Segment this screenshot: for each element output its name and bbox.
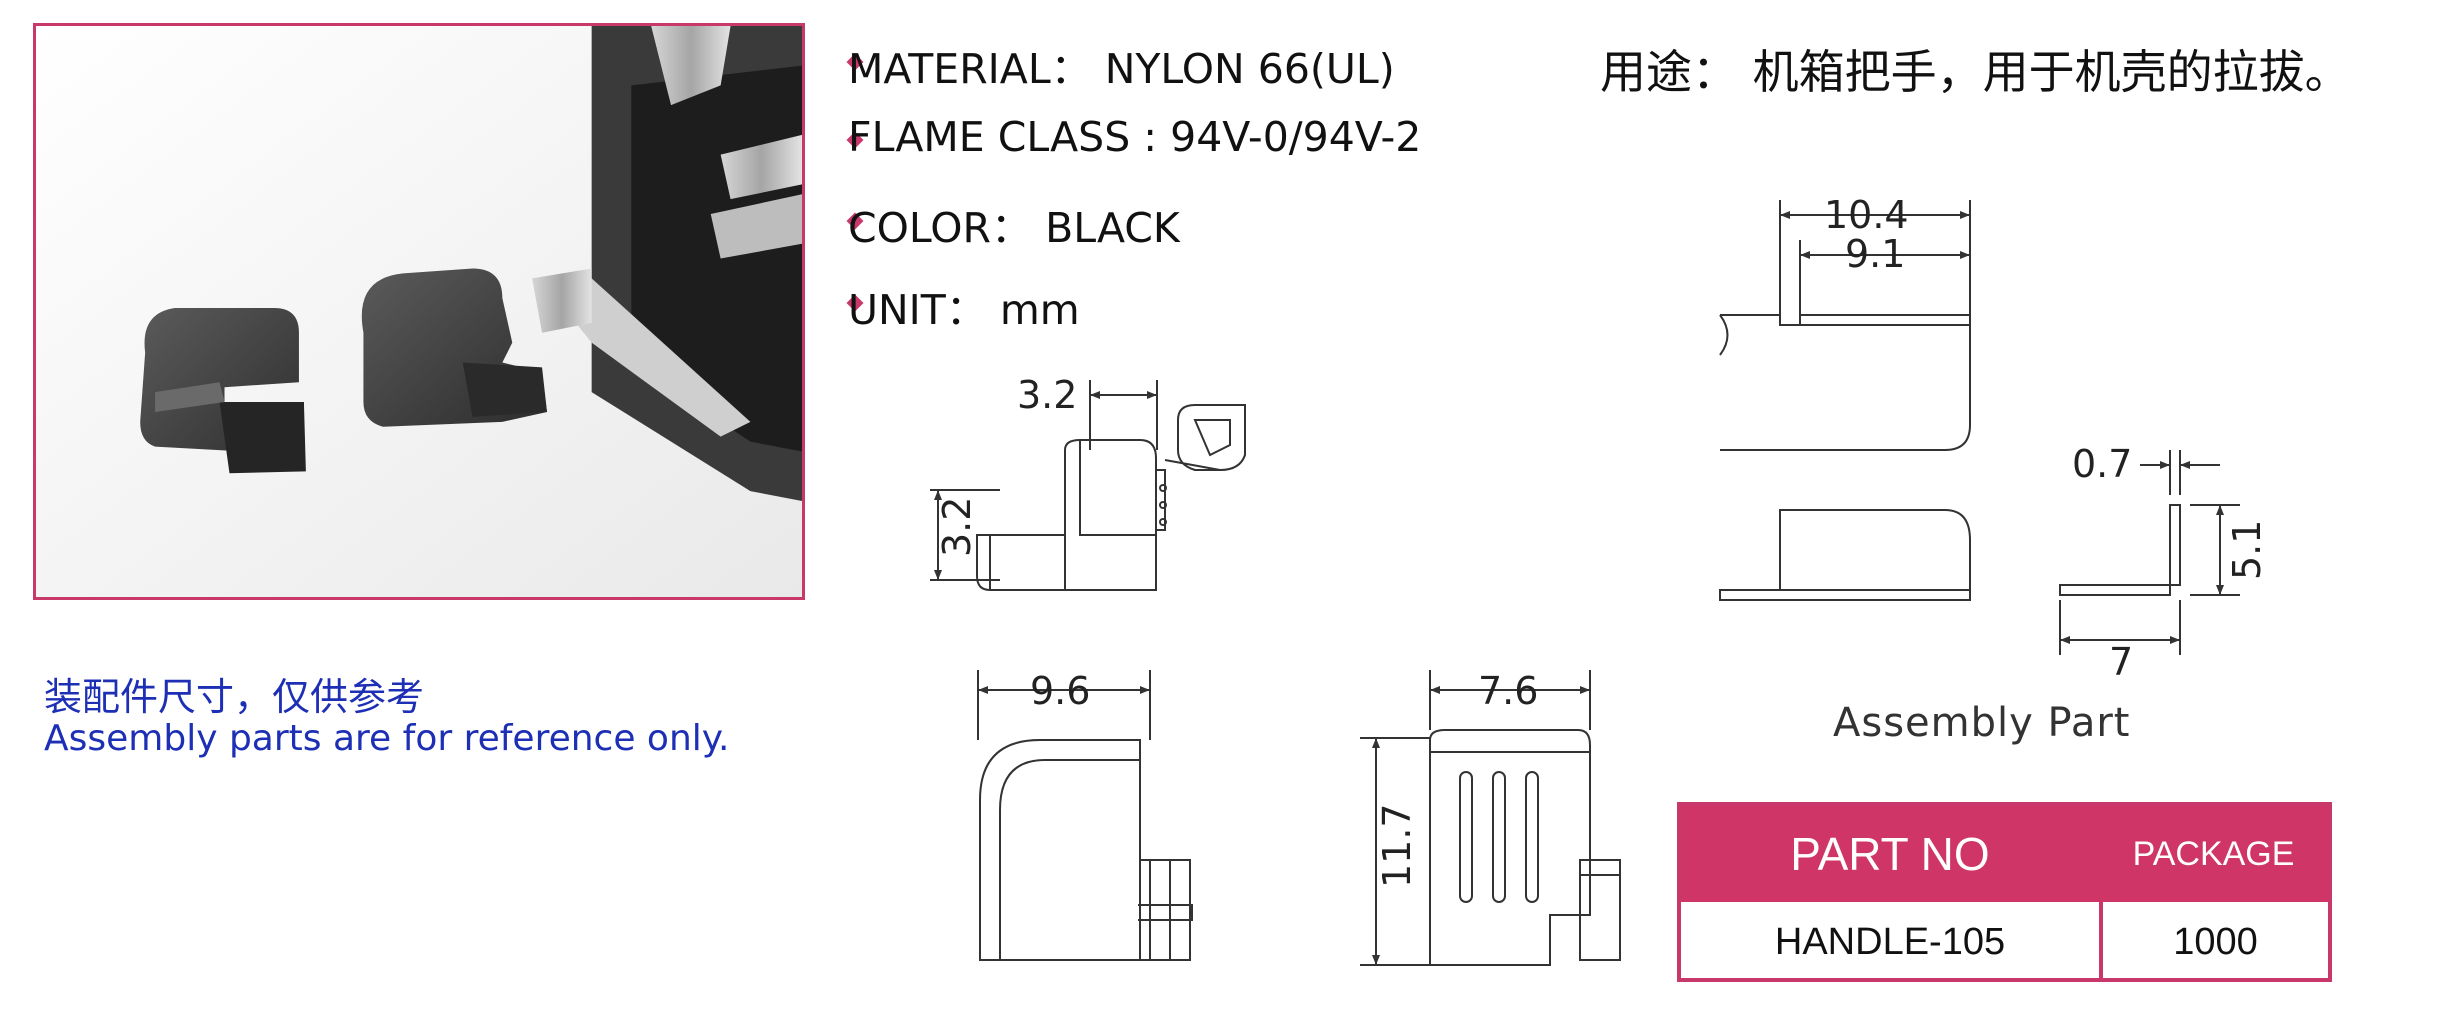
spec-color: COLOR： BLACK	[848, 204, 1180, 252]
part-number-table: PART NO PACKAGE HANDLE-105 1000	[1677, 802, 2332, 982]
assembly-part-drawing: 10.4 9.1 0.7 5.1 7	[1719, 193, 2269, 684]
dim-asm-outer: 10.4	[1824, 193, 1909, 237]
dim-bracket-height: 5.1	[2225, 520, 2269, 580]
dim-side-height: 3.2	[935, 497, 979, 557]
cell-package: 1000	[2173, 920, 2258, 963]
spec-flame-class: FLAME CLASS : 94V-0/94V-2	[848, 113, 1422, 161]
header-part-no: PART NO	[1790, 828, 1990, 880]
table-divider	[2099, 902, 2103, 982]
product-photo-drawing	[36, 26, 802, 597]
front-view-drawing: 9.6	[977, 669, 1193, 961]
table-header-row	[1681, 806, 2328, 902]
assembly-part-label: Assembly Part	[1833, 700, 2131, 746]
dim-end-height: 11.7	[1375, 803, 1419, 888]
reference-note-english: Assembly parts are for reference only.	[44, 718, 730, 759]
usage-description: 用途： 机箱把手，用于机壳的拉拔。	[1600, 45, 2351, 99]
end-view-drawing: 7.6 11.7	[1360, 669, 1621, 966]
dim-bracket-width: 7	[2109, 640, 2133, 684]
spec-unit: UNIT： mm	[848, 286, 1080, 334]
reference-note-chinese: 装配件尺寸，仅供参考	[44, 675, 425, 719]
spec-material: MATERIAL： NYLON 66(UL)	[848, 45, 1395, 93]
dim-side-width: 3.2	[1017, 373, 1077, 417]
header-package: PACKAGE	[2132, 834, 2295, 873]
dim-end-width: 7.6	[1478, 669, 1538, 713]
dim-front-width: 9.6	[1030, 669, 1090, 713]
product-photo	[33, 23, 805, 600]
cell-part-no: HANDLE-105	[1774, 920, 2006, 963]
dim-asm-inner: 9.1	[1845, 232, 1905, 276]
side-view-drawing: 3.2 3.2	[930, 373, 1246, 591]
dim-bracket-thickness: 0.7	[2072, 442, 2132, 486]
